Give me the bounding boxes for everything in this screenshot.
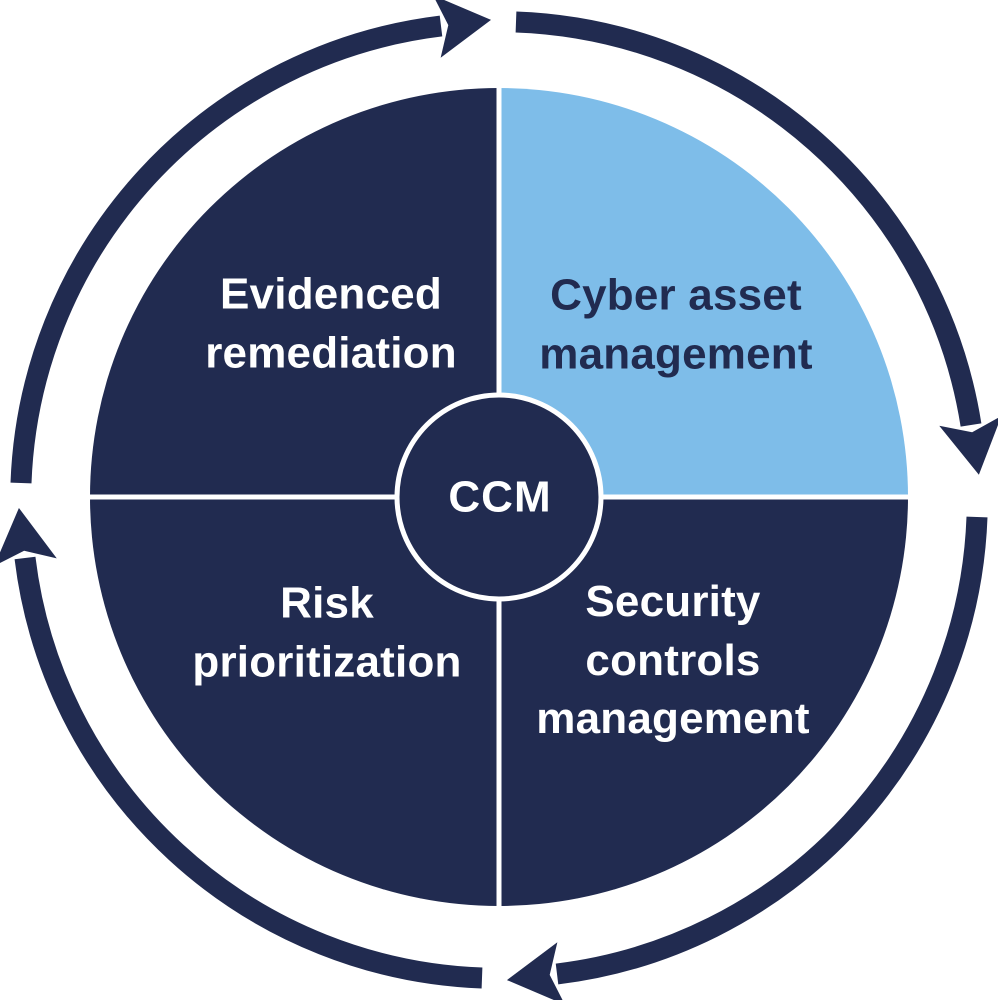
cycle-arrow-bottom-right — [506, 516, 988, 1000]
quadrant-risk-prioritization — [90, 497, 499, 906]
quadrant-label-risk-prioritization: Risk prioritization — [192, 578, 462, 686]
quadrant-evidenced-remediation — [90, 88, 499, 497]
quadrant-pie — [90, 88, 908, 906]
center-circle — [394, 392, 604, 602]
quadrant-label-cyber-asset-management: Cyber asset management — [539, 270, 813, 378]
quadrant-security-controls-management — [499, 497, 908, 906]
cycle-arrow-top-left — [10, 0, 492, 484]
center-label: CCM — [448, 472, 552, 522]
quadrant-label-evidenced-remediation: Evidenced remediation — [205, 269, 457, 377]
quadrant-cyber-asset-management — [499, 88, 908, 497]
cycle-arrow-top-right — [515, 11, 998, 475]
quadrant-label-security-controls-management: Security controls management — [536, 577, 810, 744]
cycle-arrow-bottom-left — [0, 507, 483, 989]
